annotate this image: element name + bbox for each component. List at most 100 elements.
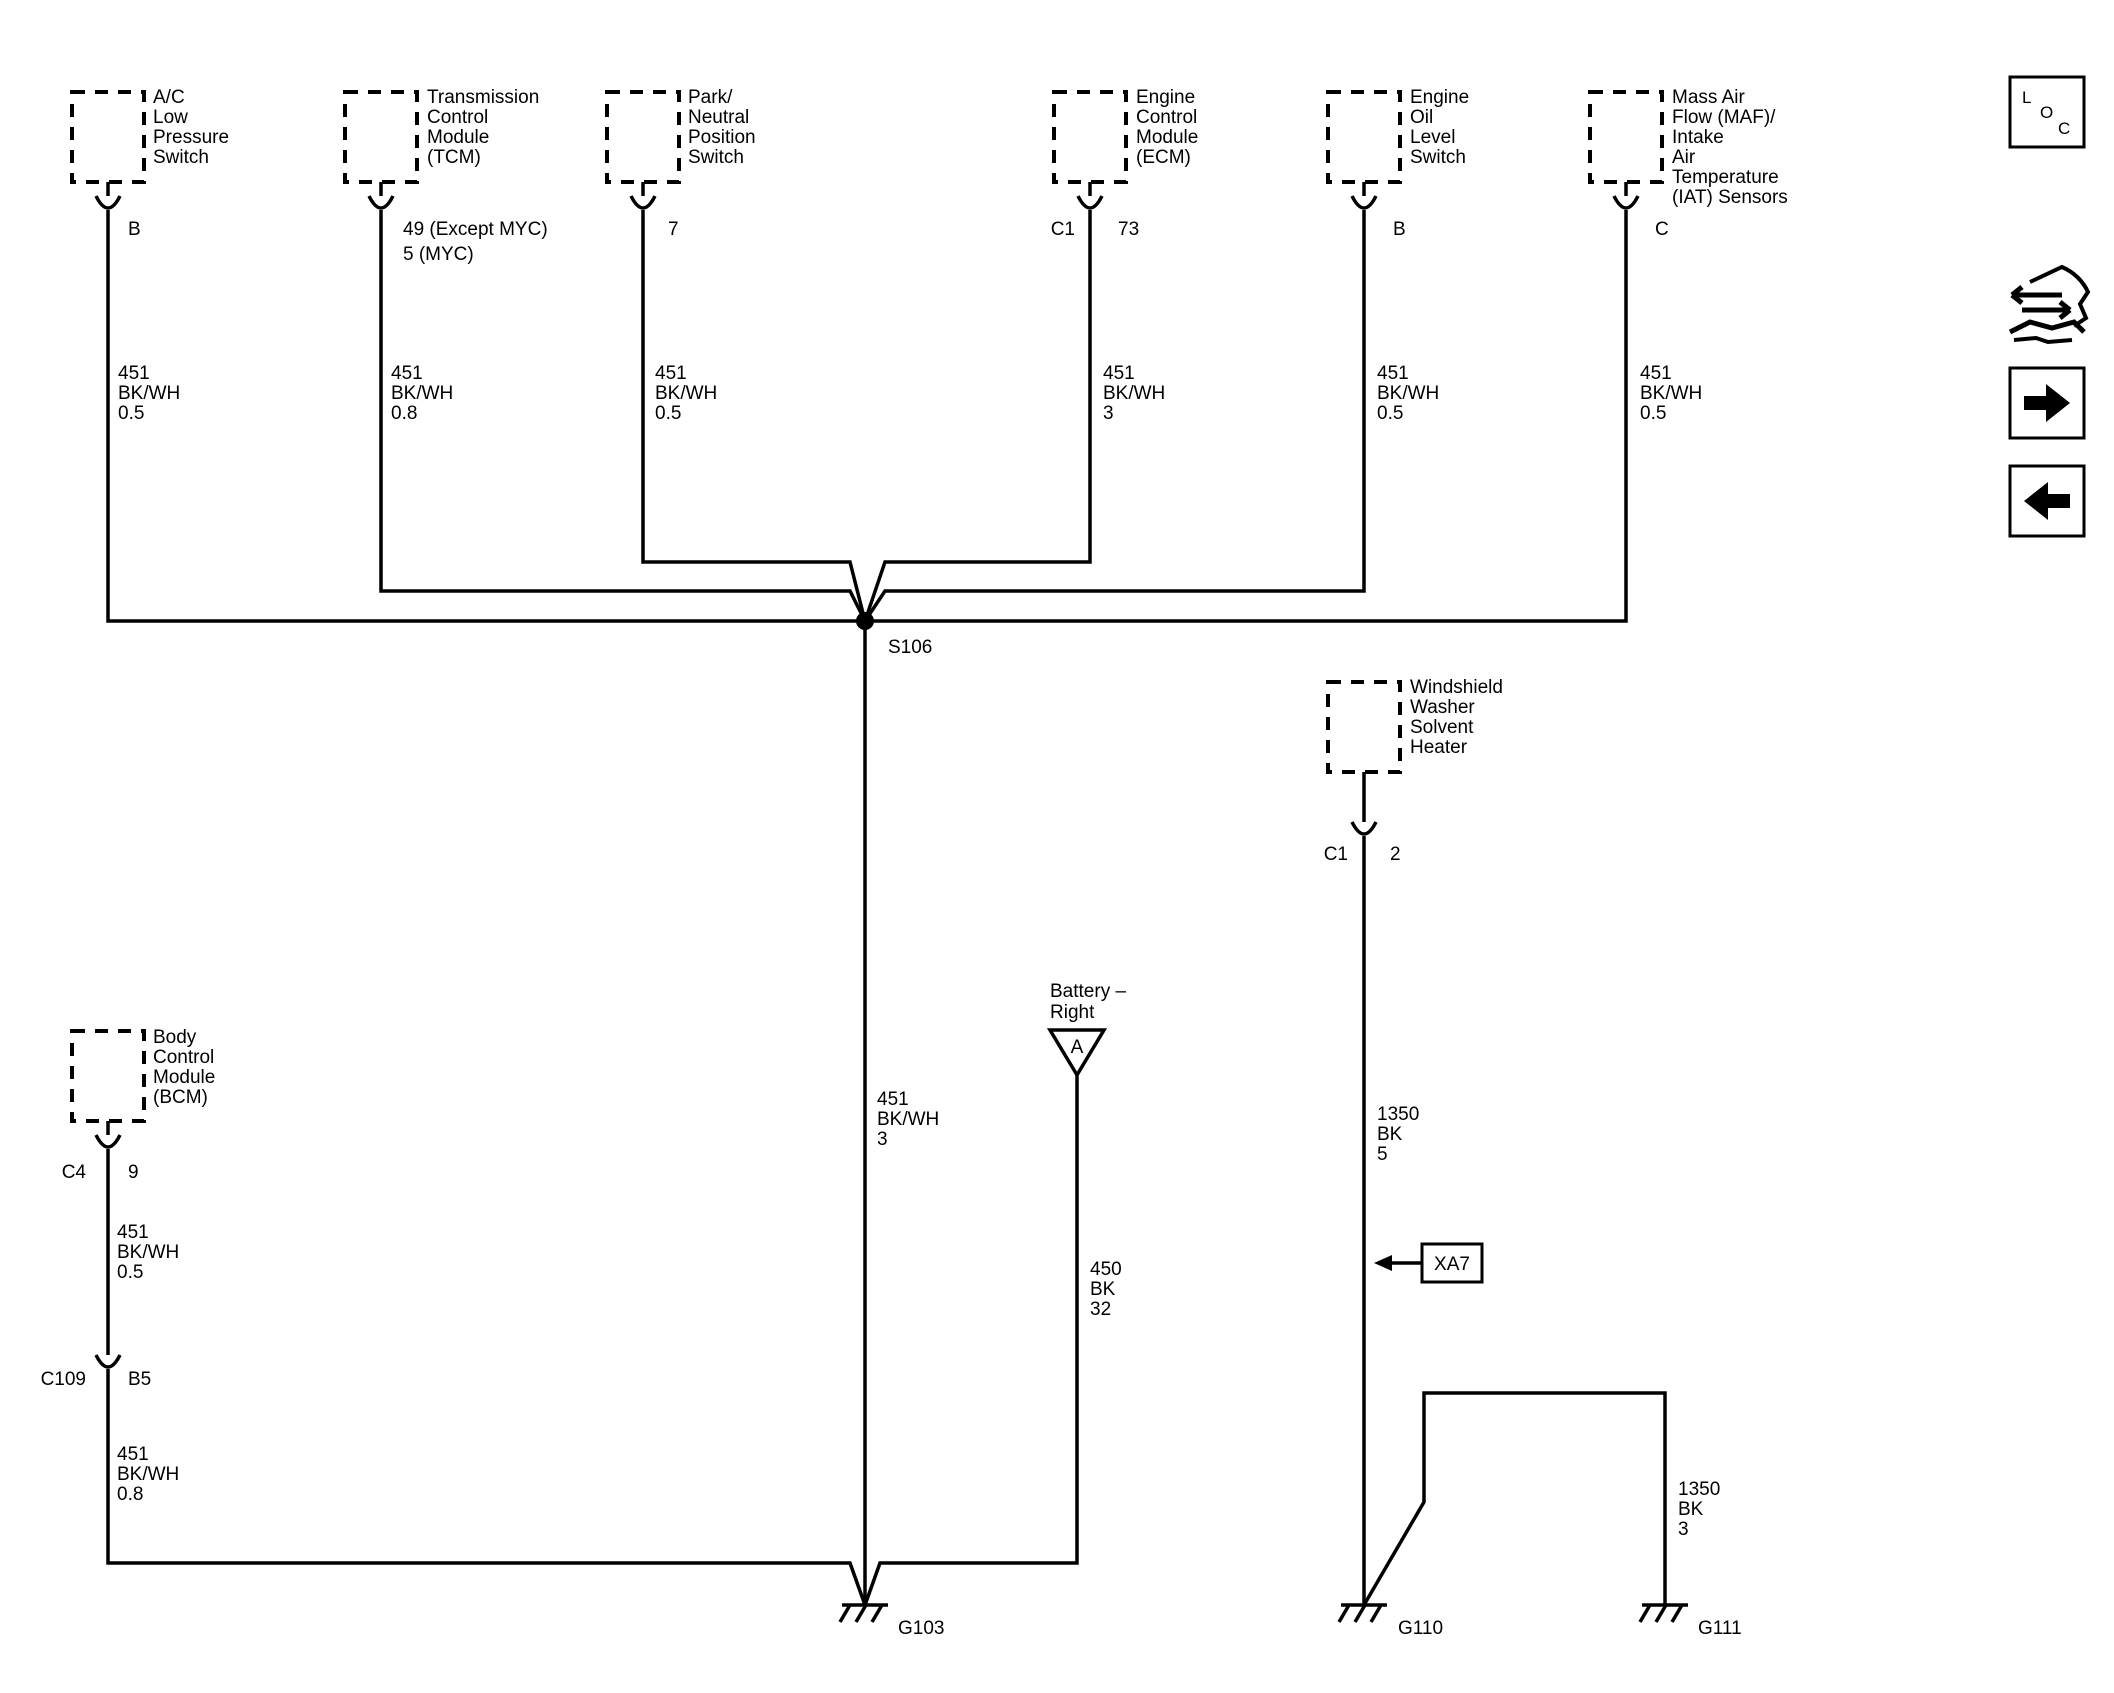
oil-switch-ground-wire[interactable] xyxy=(863,210,1366,622)
svg-text:BK/WH: BK/WH xyxy=(117,1464,179,1485)
battery-terminal-symbol[interactable] xyxy=(1046,1028,1108,1079)
park-neutral-switch-box[interactable] xyxy=(605,90,681,184)
svg-text:Switch: Switch xyxy=(688,147,744,168)
svg-text:0.5: 0.5 xyxy=(1377,403,1403,424)
svg-text:Intake: Intake xyxy=(1672,127,1724,148)
svg-text:Right: Right xyxy=(1050,1002,1095,1023)
maf-pin: C xyxy=(1655,219,1669,240)
splice-label: S106 xyxy=(888,637,932,658)
bcm-lower-wire[interactable] xyxy=(106,1369,867,1606)
svg-text:BK: BK xyxy=(1678,1499,1704,1520)
svg-text:Neutral: Neutral xyxy=(688,107,749,128)
svg-text:451: 451 xyxy=(655,363,687,384)
svg-text:Transmission: Transmission xyxy=(427,87,539,108)
bcm-label: Body Control Module (BCM) xyxy=(153,1027,215,1108)
windshield-washer-heater-box[interactable] xyxy=(1326,680,1402,774)
wire-label-ac: 451 BK/WH 0.5 xyxy=(118,363,180,424)
svg-text:Control: Control xyxy=(427,107,488,128)
bcm-pin: 9 xyxy=(128,1162,139,1183)
svg-text:BK/WH: BK/WH xyxy=(1103,383,1165,404)
svg-text:Heater: Heater xyxy=(1410,737,1468,758)
loc-letter-o: O xyxy=(2040,103,2053,122)
svg-text:(TCM): (TCM) xyxy=(427,147,481,168)
maf-iat-sensor-box[interactable] xyxy=(1588,90,1664,184)
wire-label-oil: 451 BK/WH 0.5 xyxy=(1377,363,1439,424)
c109-inline-connector xyxy=(94,1335,122,1369)
svg-text:Module: Module xyxy=(1136,127,1198,148)
svg-text:451: 451 xyxy=(391,363,423,384)
location-button-frame[interactable] xyxy=(2008,75,2086,149)
bcm-box[interactable] xyxy=(70,1029,146,1123)
previous-page-button[interactable] xyxy=(2008,464,2086,538)
splice-s106-dot[interactable] xyxy=(856,612,874,630)
wire-label-battery: 450 BK 32 xyxy=(1090,1259,1122,1320)
ground-g103-icon[interactable] xyxy=(838,1603,888,1623)
pnp-connector xyxy=(629,182,657,210)
svg-text:451: 451 xyxy=(117,1444,149,1465)
ground-g110-icon[interactable] xyxy=(1337,1603,1387,1623)
tcm-ground-wire[interactable] xyxy=(379,210,867,622)
ground-g111-icon[interactable] xyxy=(1638,1603,1688,1623)
svg-text:BK: BK xyxy=(1090,1279,1116,1300)
svg-text:BK/WH: BK/WH xyxy=(1377,383,1439,404)
tcm-box[interactable] xyxy=(343,90,419,184)
svg-text:Oil: Oil xyxy=(1410,107,1433,128)
svg-text:BK/WH: BK/WH xyxy=(655,383,717,404)
ac-switch-connector xyxy=(94,182,122,210)
wire-label-pnp: 451 BK/WH 0.5 xyxy=(655,363,717,424)
c109-connector-id: C109 xyxy=(41,1369,86,1390)
svg-text:Windshield: Windshield xyxy=(1410,677,1503,698)
wires xyxy=(106,210,1667,1606)
svg-text:Position: Position xyxy=(688,127,756,148)
oil-switch-pin: B xyxy=(1393,219,1406,240)
xa7-reference-box[interactable] xyxy=(1420,1242,1484,1284)
svg-text:0.5: 0.5 xyxy=(118,403,144,424)
maf-connector xyxy=(1612,182,1640,210)
svg-text:0.5: 0.5 xyxy=(117,1262,143,1283)
ecm-connector xyxy=(1076,182,1104,210)
wire-label-bcm-lower: 451 BK/WH 0.8 xyxy=(117,1444,179,1505)
svg-text:Solvent: Solvent xyxy=(1410,717,1474,738)
svg-text:Switch: Switch xyxy=(1410,147,1466,168)
svg-text:451: 451 xyxy=(117,1222,149,1243)
xa7-arrow-icon xyxy=(1374,1255,1392,1271)
svg-text:450: 450 xyxy=(1090,1259,1122,1280)
svg-text:A/C: A/C xyxy=(153,87,185,108)
oil-switch-connector xyxy=(1350,182,1378,210)
connector-end-view-icon[interactable] xyxy=(2008,264,2091,345)
maf-ground-wire[interactable] xyxy=(865,210,1628,623)
svg-text:Battery –: Battery – xyxy=(1050,981,1126,1002)
svg-text:Module: Module xyxy=(427,127,489,148)
battery-terminal-mark: A xyxy=(1071,1037,1084,1058)
wire-label-g111: 1350 BK 3 xyxy=(1678,1479,1720,1540)
bcm-connector xyxy=(94,1121,122,1149)
engine-oil-level-switch-box[interactable] xyxy=(1326,90,1402,184)
svg-text:Pressure: Pressure xyxy=(153,127,229,148)
pnp-pin: 7 xyxy=(668,219,679,240)
ecm-box[interactable] xyxy=(1052,90,1128,184)
arrow-right-icon xyxy=(2024,384,2070,422)
ac-low-pressure-switch-box[interactable] xyxy=(70,90,146,184)
arrow-left-icon xyxy=(2024,482,2070,520)
tcm-pin-2: 5 (MYC) xyxy=(403,244,474,265)
ground-g103-label: G103 xyxy=(898,1618,944,1639)
washer-connector-id: C1 xyxy=(1324,844,1348,865)
svg-text:Module: Module xyxy=(153,1067,215,1088)
ac-switch-ground-wire[interactable] xyxy=(106,210,865,623)
svg-text:451: 451 xyxy=(118,363,150,384)
battery-ground-wire[interactable] xyxy=(863,1075,1079,1606)
svg-text:Engine: Engine xyxy=(1136,87,1195,108)
ecm-ground-wire[interactable] xyxy=(863,210,1092,622)
wire-label-washer: 1350 BK 5 xyxy=(1377,1104,1419,1165)
location-button[interactable]: L O C xyxy=(2008,75,2086,149)
svg-text:3: 3 xyxy=(877,1129,888,1150)
svg-text:Control: Control xyxy=(153,1047,214,1068)
pnp-ground-wire[interactable] xyxy=(641,210,867,622)
svg-text:(IAT) Sensors: (IAT) Sensors xyxy=(1672,187,1788,208)
svg-text:32: 32 xyxy=(1090,1299,1111,1320)
next-page-button[interactable] xyxy=(2008,366,2086,440)
g110-g111-wire[interactable] xyxy=(1362,1391,1667,1606)
svg-text:Mass Air: Mass Air xyxy=(1672,87,1746,108)
ground-g110-label: G110 xyxy=(1398,1618,1443,1639)
